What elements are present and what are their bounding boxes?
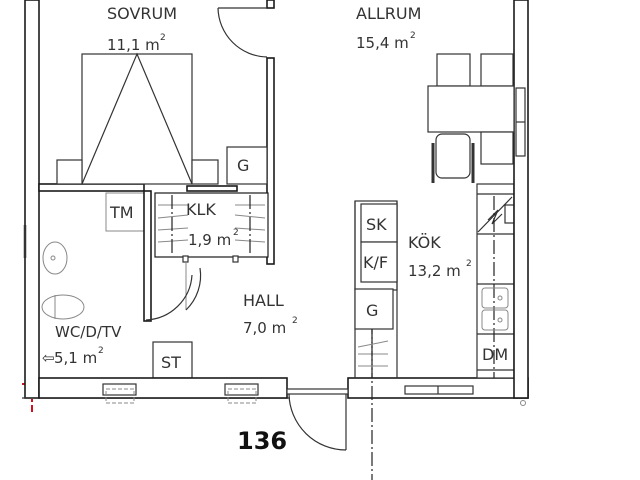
- entrance-threshold: [286, 388, 349, 395]
- room-area-sup-kok: 2: [466, 259, 472, 269]
- bedroom-door-swing: [217, 7, 268, 58]
- dining-table: [427, 85, 515, 133]
- sink-drain-1: [497, 295, 503, 301]
- fixture-label-tm: TM: [109, 203, 134, 222]
- room-area-klk: 1,9 m: [188, 231, 231, 249]
- room-name-wc: WC/D/TV: [55, 323, 122, 341]
- closet-klk: [154, 192, 269, 258]
- closet-door-swing: [185, 267, 202, 311]
- fixture-label-st: ST: [161, 353, 181, 372]
- wall-bedroom-closet: [186, 185, 238, 192]
- cabinet-sk: [360, 203, 398, 243]
- room-area-kok: 13,2 m: [408, 262, 461, 280]
- wall-bedroom-bath: [38, 183, 145, 192]
- fridge-freezer: [360, 241, 398, 283]
- nightstand-left: [56, 159, 83, 185]
- sink-basin-2: [481, 309, 509, 331]
- chair-top-left: [436, 53, 471, 87]
- vent-bath-outline: [105, 388, 135, 404]
- toilet: [41, 294, 85, 320]
- wall-left-exterior: [24, 0, 40, 399]
- accessibility-arrow-icon: ⇦: [42, 349, 55, 367]
- room-area-sup-hall: 2: [292, 316, 298, 326]
- wheelchair-icon: [435, 133, 471, 179]
- room-name-klk: KLK: [186, 200, 216, 219]
- room-name-sovrum: SOVRUM: [107, 4, 177, 23]
- sink: [42, 241, 68, 275]
- chair-bottom-right: [480, 131, 514, 165]
- wall-bedroom-right-top: [266, 0, 275, 9]
- room-area-sup-wc: 2: [98, 346, 104, 356]
- room-area-wc: 5,1 m: [54, 349, 97, 367]
- wall-bath-right: [143, 190, 152, 322]
- fixture-label-g-bedroom: G: [237, 156, 249, 175]
- hall-shelves: [357, 340, 389, 367]
- room-name-hall: HALL: [243, 291, 284, 310]
- bed-cover-fold: [81, 52, 193, 185]
- bed: [81, 53, 193, 185]
- wall-right-exterior: [513, 0, 529, 399]
- entrance-door-swing: [288, 393, 347, 451]
- room-name-kok: KÖK: [408, 233, 441, 252]
- stove-knob: [504, 204, 515, 224]
- stove-diagonal: [477, 196, 513, 233]
- fixture-label-g-hall: G: [366, 301, 378, 320]
- room-area-sovrum: 11,1 m: [107, 36, 160, 54]
- vent-hall-outline: [227, 388, 257, 404]
- sink-drain-2: [497, 317, 503, 323]
- stove-zigzag-icon: [487, 209, 503, 225]
- wardrobe-bedroom: [226, 146, 268, 185]
- room-area-allrum: 15,4 m: [356, 34, 409, 52]
- fixture-label-sk: SK: [366, 215, 387, 234]
- apartment-number: 136: [237, 427, 287, 455]
- room-area-sup-sovrum: 2: [160, 33, 166, 43]
- chair-top-right: [480, 53, 514, 87]
- room-area-hall: 7,0 m: [243, 319, 286, 337]
- room-area-sup-allrum: 2: [410, 31, 416, 41]
- room-name-allrum: ALLRUM: [356, 4, 421, 23]
- wardrobe-hall: [354, 288, 394, 330]
- sink-basin-1: [481, 287, 509, 309]
- nightstand-right: [191, 159, 219, 185]
- closet-door-jamb-left: [182, 255, 189, 263]
- room-area-sup-klk: 2: [233, 228, 239, 238]
- fixture-label-dm: DM: [482, 345, 508, 364]
- corner-marker: [520, 400, 526, 406]
- closet-door-jamb-right: [232, 255, 239, 263]
- bath-door-swing: [145, 274, 193, 321]
- fixture-label-kf: K/F: [363, 253, 388, 272]
- sink-drain: [50, 255, 56, 261]
- kitchen-window: [404, 385, 474, 395]
